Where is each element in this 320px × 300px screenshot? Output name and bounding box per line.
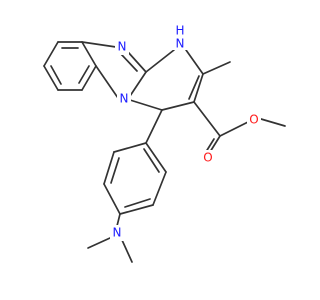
- benzene-bond-6: [43, 41, 59, 67]
- aryl-bond-1: [113, 142, 147, 153]
- aryl-bond-4: [119, 204, 154, 215]
- aryl-bond-3: [103, 183, 121, 215]
- amine-methyl-2: [121, 239, 133, 263]
- pyrimidine-bond-c2-nh: [145, 49, 175, 73]
- molecule-structure: N N H N O O N: [43, 24, 286, 263]
- ester-bond-c-c: [193, 101, 221, 137]
- nh-ring-bg: [172, 28, 192, 50]
- imidazole-double: [120, 53, 138, 72]
- aryl-bond-2: [103, 151, 115, 185]
- benzene-bond-2: [81, 41, 97, 67]
- n-bridge-bg: [117, 91, 131, 107]
- aryl-link-bond: [145, 109, 163, 144]
- pyrimidine-bond-c4-n: [129, 99, 163, 111]
- ester-bond-o-ch3: [260, 118, 286, 127]
- n-amine-bg: [110, 225, 124, 241]
- imidazole-bond-c2-n: [129, 71, 147, 97]
- pyrimidine-bond-nh-c: [185, 49, 204, 75]
- n-imidazole-label: N: [118, 40, 127, 54]
- n-bridge-label: N: [120, 92, 129, 106]
- o-carbonyl-label: O: [203, 151, 212, 165]
- molecule-canvas: N N H N O O N: [43, 23, 286, 263]
- amine-bond: [116, 213, 121, 227]
- imidazole-bond-c-n: [81, 41, 117, 48]
- benzene-double-3: [50, 65, 62, 85]
- aryl-double-3: [143, 148, 160, 173]
- pyrimidine-bond-c3-c4: [161, 101, 195, 111]
- pyrimidine-double: [188, 75, 200, 100]
- o-carbonyl-bg: [201, 150, 215, 166]
- aryl-bond-6: [145, 142, 167, 173]
- methyl-bond: [202, 61, 231, 75]
- amine-methyl-1: [87, 237, 111, 249]
- o-ester-bg: [247, 112, 261, 128]
- aryl-bond-5: [152, 171, 167, 206]
- bond-layer: [43, 41, 286, 263]
- aryl-double-2: [124, 198, 151, 208]
- nh-ring-n-label: N: [176, 37, 185, 51]
- atom-label-layer: N N H N O O N: [110, 24, 261, 241]
- benzene-bond-5: [43, 65, 59, 91]
- n-amine-label: N: [113, 226, 122, 240]
- imidazole-bond-n-c: [95, 65, 119, 99]
- carbonyl-bond-1: [209, 135, 221, 153]
- nh-ring-h-label: H: [175, 24, 184, 38]
- pyrimidine-bond-c-c3: [193, 73, 204, 103]
- benzene-bond-3: [81, 65, 97, 91]
- aryl-double-1: [110, 157, 120, 184]
- benzene-double-2: [78, 65, 90, 84]
- ester-bond-c-o: [219, 121, 249, 137]
- imidazole-bond-n-c2: [127, 51, 147, 73]
- n-imidazole-bg: [115, 39, 129, 55]
- o-ester-label: O: [249, 113, 258, 127]
